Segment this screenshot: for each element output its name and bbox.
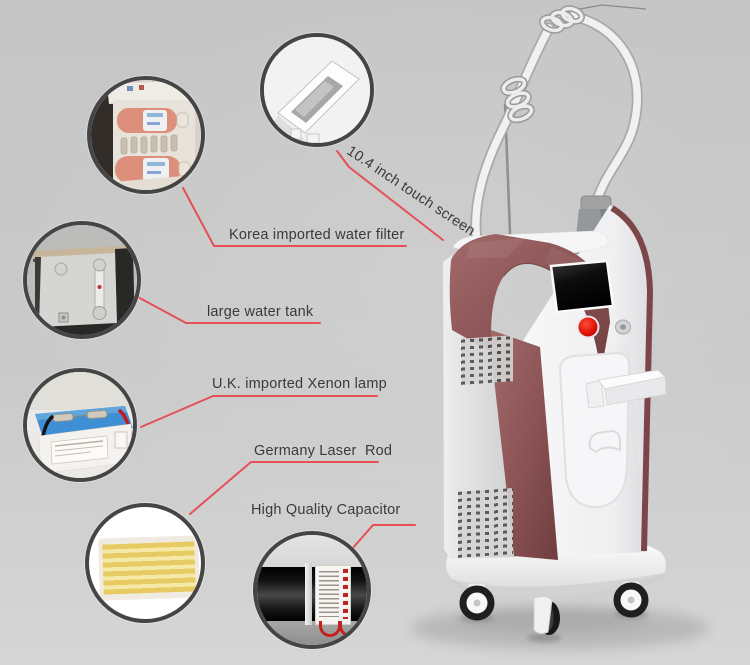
door-latch	[588, 429, 621, 454]
machine-base	[445, 542, 667, 643]
capacitor-photo	[257, 567, 367, 621]
machine-handle	[585, 369, 667, 409]
xenon-lamp-photo	[27, 372, 133, 478]
callout-circle-capacitor	[253, 531, 371, 649]
label-water-tank: large water tank	[207, 304, 314, 320]
leader-line-laser-rod	[189, 461, 379, 515]
label-xenon-lamp: U.K. imported Xenon lamp	[212, 376, 387, 392]
side-vents-lower	[458, 488, 513, 558]
capacitor-clamp	[305, 563, 312, 625]
leader-line-touch-screen	[336, 150, 444, 241]
water-tank-photo	[27, 225, 137, 335]
callout-circle-xenon-lamp	[23, 368, 137, 482]
leader-lines	[135, 150, 444, 550]
label-water-filter: Korea imported water filter	[229, 227, 405, 243]
capacitor-label-red-marks	[343, 569, 348, 619]
caster-wheel-front	[533, 595, 560, 635]
touch-screen-display	[549, 259, 615, 314]
leader-line-water-tank	[135, 295, 321, 324]
touch-screen-photo	[264, 37, 370, 143]
callout-circle-touch-screen	[260, 33, 374, 147]
leader-line-water-filter	[182, 187, 407, 247]
right-maroon-trim	[610, 205, 654, 552]
leader-line-xenon-lamp	[140, 395, 378, 428]
side-vents-upper	[461, 335, 513, 385]
label-laser-rod: Germany Laser Rod	[254, 443, 393, 459]
callout-circle-laser-rod	[85, 503, 205, 623]
laser-rod-photo	[102, 541, 196, 595]
floor-shadow	[410, 606, 710, 650]
emergency-stop-button	[578, 317, 598, 337]
maroon-column	[491, 330, 558, 560]
caster-wheel-left	[459, 582, 495, 621]
label-capacitor: High Quality Capacitor	[251, 502, 401, 518]
caster-wheel-right	[613, 580, 649, 618]
callout-circle-water-filter	[87, 76, 205, 194]
water-filter-photo	[91, 80, 201, 190]
callout-circle-water-tank	[23, 221, 141, 339]
capacitor-wire	[339, 621, 361, 637]
capacitor-label-text-lines	[319, 571, 339, 617]
control-head	[549, 259, 631, 339]
